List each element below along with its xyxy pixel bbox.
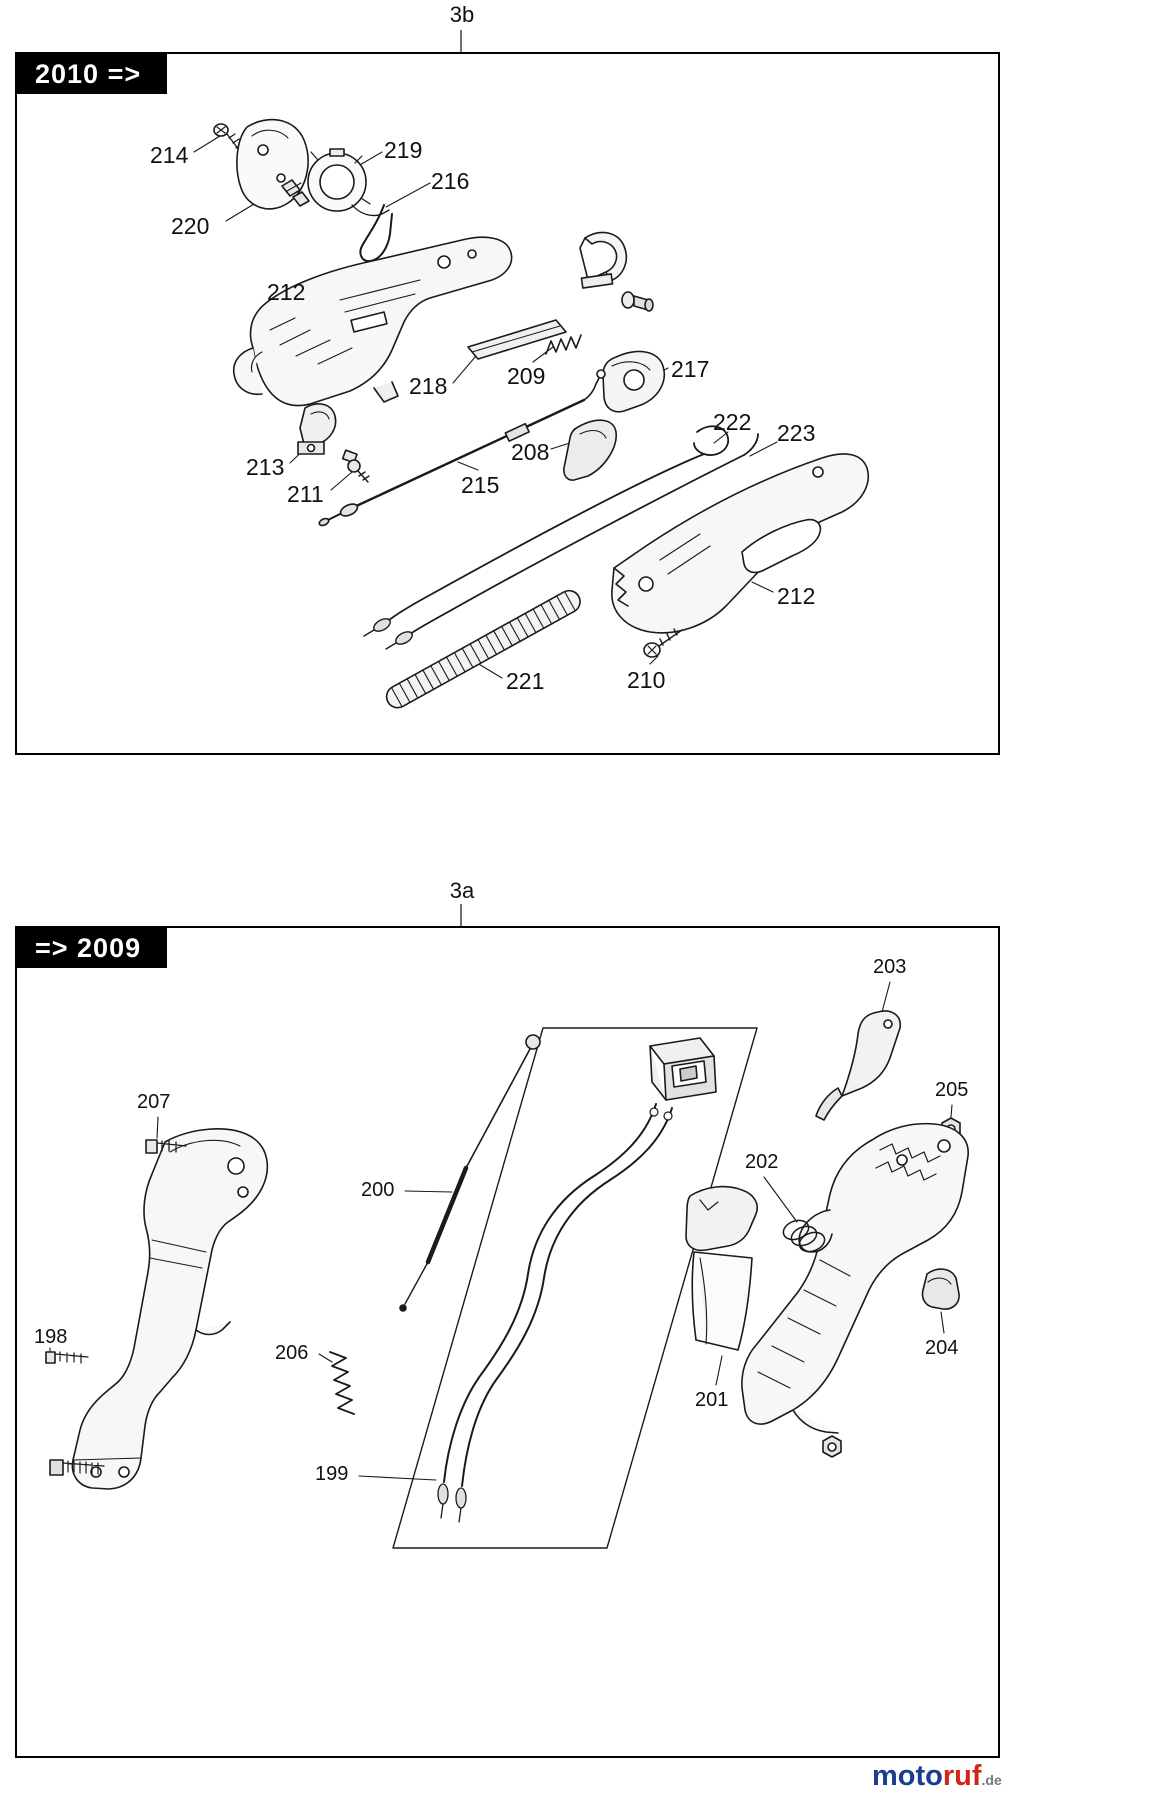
part-label-210: 210 [627, 667, 666, 693]
part-label-209: 209 [507, 363, 546, 389]
panel-2009 [15, 926, 1000, 1758]
part-label-218: 218 [409, 373, 448, 399]
part-label-205: 205 [935, 1079, 969, 1101]
part-label-213: 213 [246, 454, 285, 480]
part-label-202: 202 [745, 1151, 779, 1173]
part-label-214: 214 [150, 142, 189, 168]
part-label-207: 207 [137, 1091, 171, 1113]
part-label-219: 219 [384, 137, 423, 163]
motoruf-logo[interactable]: motoruf.de [872, 1760, 1002, 1793]
part-label-201: 201 [695, 1389, 729, 1411]
part-label-208: 208 [511, 439, 550, 465]
part-label-220: 220 [171, 213, 210, 239]
part-label-217: 217 [671, 356, 710, 382]
part-label-212: 212 [267, 279, 306, 305]
part-label-216: 216 [431, 168, 470, 194]
part-label-222: 222 [713, 409, 752, 435]
part-label-206: 206 [275, 1342, 309, 1364]
part-label-212: 212 [777, 583, 816, 609]
section-tag-3b: 3b [449, 2, 475, 27]
part-label-200: 200 [361, 1179, 395, 1201]
part-label-198: 198 [34, 1326, 68, 1348]
logo-text-de: .de [981, 1772, 1002, 1788]
part-label-203: 203 [873, 956, 907, 978]
logo-text-ruf: ruf [942, 1760, 982, 1792]
year-badge-2009: => 2009 [17, 928, 168, 968]
part-label-215: 215 [461, 472, 500, 498]
part-label-223: 223 [777, 420, 816, 446]
part-label-199: 199 [315, 1463, 349, 1485]
part-label-221: 221 [506, 668, 545, 694]
section-tag-3a: 3a [449, 878, 475, 903]
part-label-211: 211 [287, 481, 324, 507]
year-badge-2010: 2010 => [17, 54, 168, 94]
part-label-204: 204 [925, 1337, 959, 1359]
logo-text-moto: moto [872, 1760, 943, 1792]
panel-2010 [15, 52, 1000, 755]
